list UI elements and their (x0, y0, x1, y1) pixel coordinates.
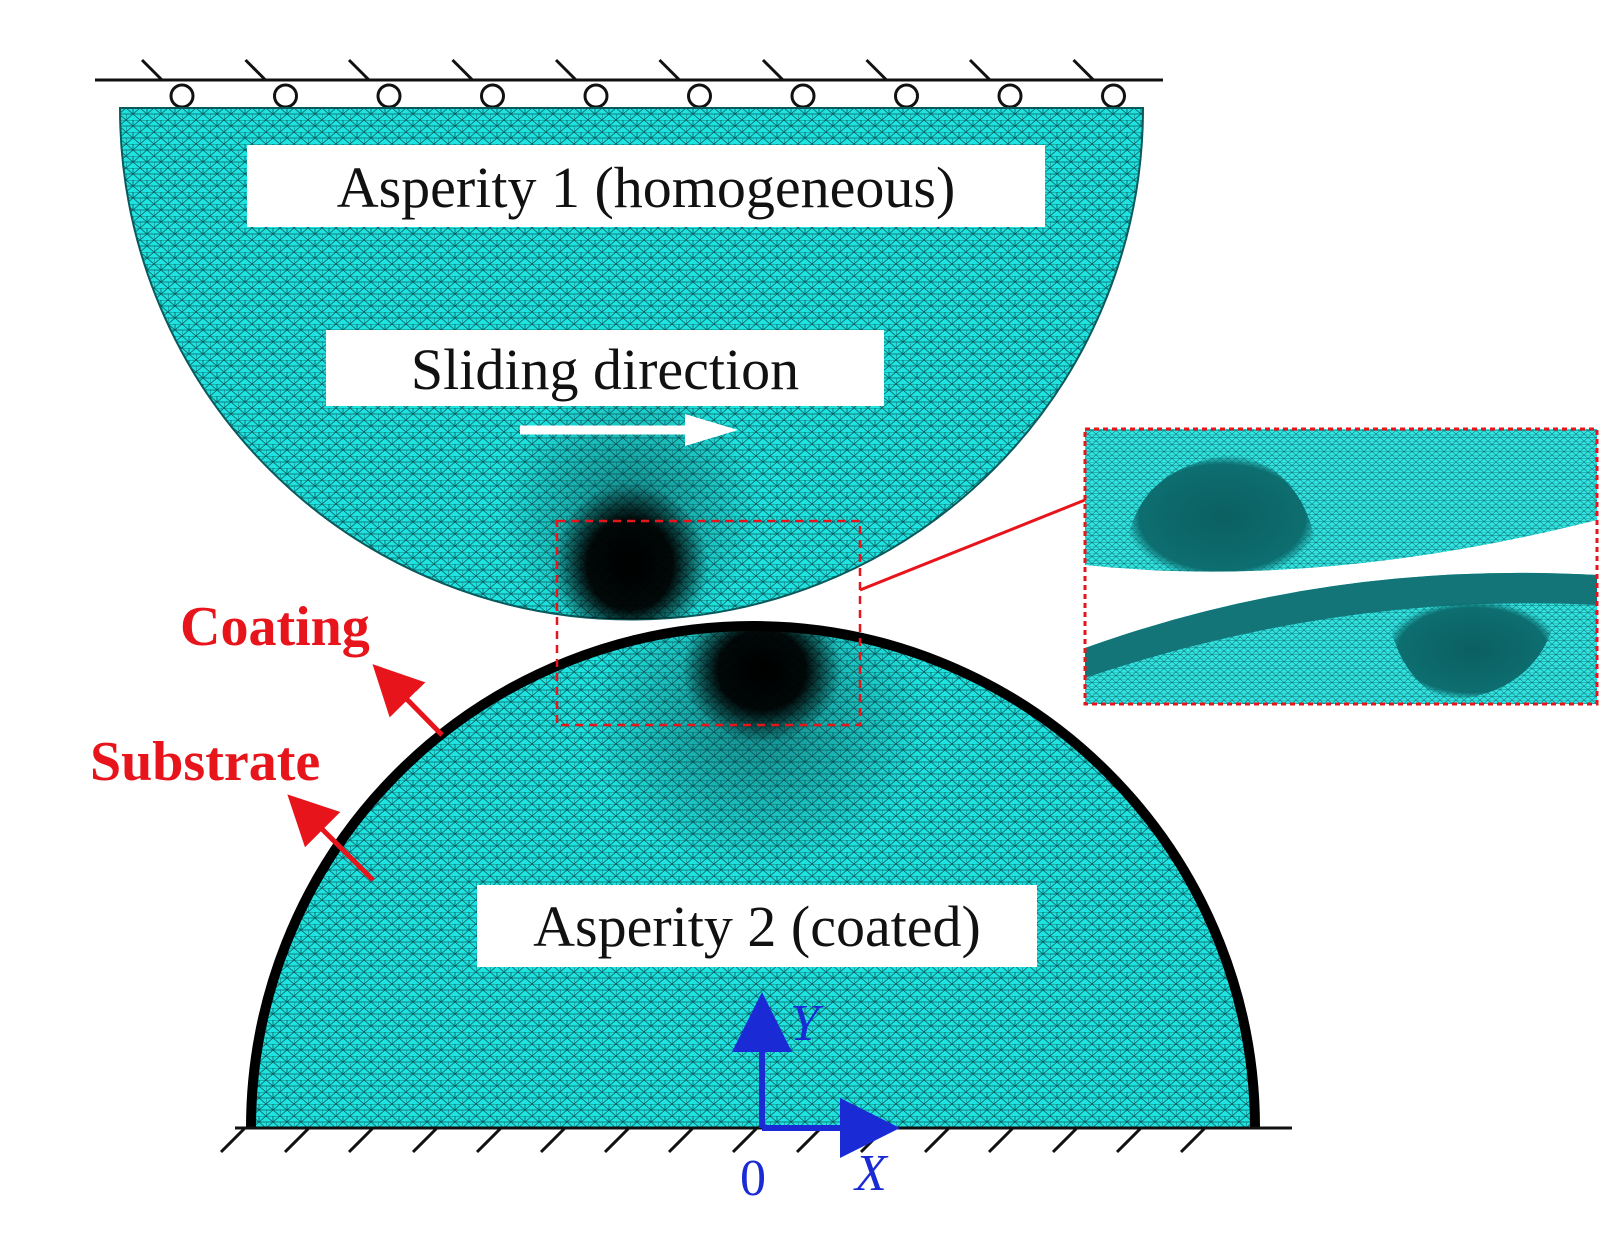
ground-hatch (731, 1126, 759, 1154)
roller-circle (997, 83, 1023, 109)
ground-hatch (539, 1126, 567, 1154)
ground-hatch (987, 1126, 1015, 1154)
asperity-2-text: Asperity 2 (coated) (533, 894, 981, 959)
roller-hatch (140, 58, 164, 82)
zoom-region-box (555, 519, 862, 727)
coating-text: Coating (180, 596, 370, 658)
roller-circle (273, 83, 298, 109)
coating-layer (246, 621, 1260, 1129)
roller-hatch (554, 58, 578, 82)
ground-hatch (667, 1126, 695, 1154)
sliding-direction-text: Sliding direction (411, 337, 799, 402)
roller-circle (376, 83, 402, 109)
coating-arrow (372, 664, 444, 737)
roller-circle (583, 83, 609, 109)
ground-hatch (475, 1126, 503, 1154)
roller-circle (169, 83, 195, 109)
roller-hatch (865, 58, 888, 82)
roller-hatch (1072, 58, 1095, 82)
roller-hatch (968, 58, 992, 82)
ground-hatch (283, 1126, 311, 1154)
roller-circle (894, 83, 919, 109)
ground-hatch (1179, 1126, 1207, 1154)
substrate-arrow (287, 794, 375, 882)
roller-circle (790, 83, 816, 109)
roller-hatch (658, 58, 681, 82)
fixed-support-icon (219, 1126, 1292, 1154)
ground-hatch (795, 1126, 823, 1154)
asperity-1-text: Asperity 1 (homogeneous) (337, 155, 956, 220)
roller-hatch (761, 58, 785, 82)
roller-circle (1101, 83, 1126, 109)
ground-hatch (219, 1126, 247, 1154)
hatch-group (219, 1126, 1207, 1154)
roller-circle (687, 83, 712, 109)
asperity-2-label: Asperity 2 (coated) (477, 885, 1037, 967)
arrow-right-icon (520, 414, 738, 446)
substrate-annotation: Substrate (90, 731, 375, 882)
ground-hatch (1115, 1126, 1143, 1154)
ground-hatch (1051, 1126, 1079, 1154)
zoom-inset (1083, 427, 1599, 706)
roller-support-icon (95, 58, 1163, 109)
coating-annotation: Coating (180, 596, 444, 737)
zoom-connector-line (859, 498, 1086, 592)
ground-hatch (603, 1126, 631, 1154)
substrate-text: Substrate (90, 731, 320, 793)
roller-group (140, 58, 1126, 109)
y-axis-label: Y (790, 995, 824, 1052)
roller-hatch (451, 58, 474, 82)
origin-label: 0 (740, 1150, 766, 1207)
sliding-direction-label: Sliding direction (326, 330, 884, 406)
asperity-2 (246, 621, 1260, 1129)
roller-circle (480, 83, 505, 109)
roller-hatch (244, 58, 267, 82)
ground-hatch (923, 1126, 951, 1154)
x-axis-label: X (853, 1145, 889, 1202)
roller-hatch (347, 58, 371, 82)
ground-hatch (347, 1126, 375, 1154)
ground-hatch (411, 1126, 439, 1154)
asperity-1-label: Asperity 1 (homogeneous) (247, 145, 1045, 227)
coordinate-axes: Y X 0 (732, 992, 900, 1207)
